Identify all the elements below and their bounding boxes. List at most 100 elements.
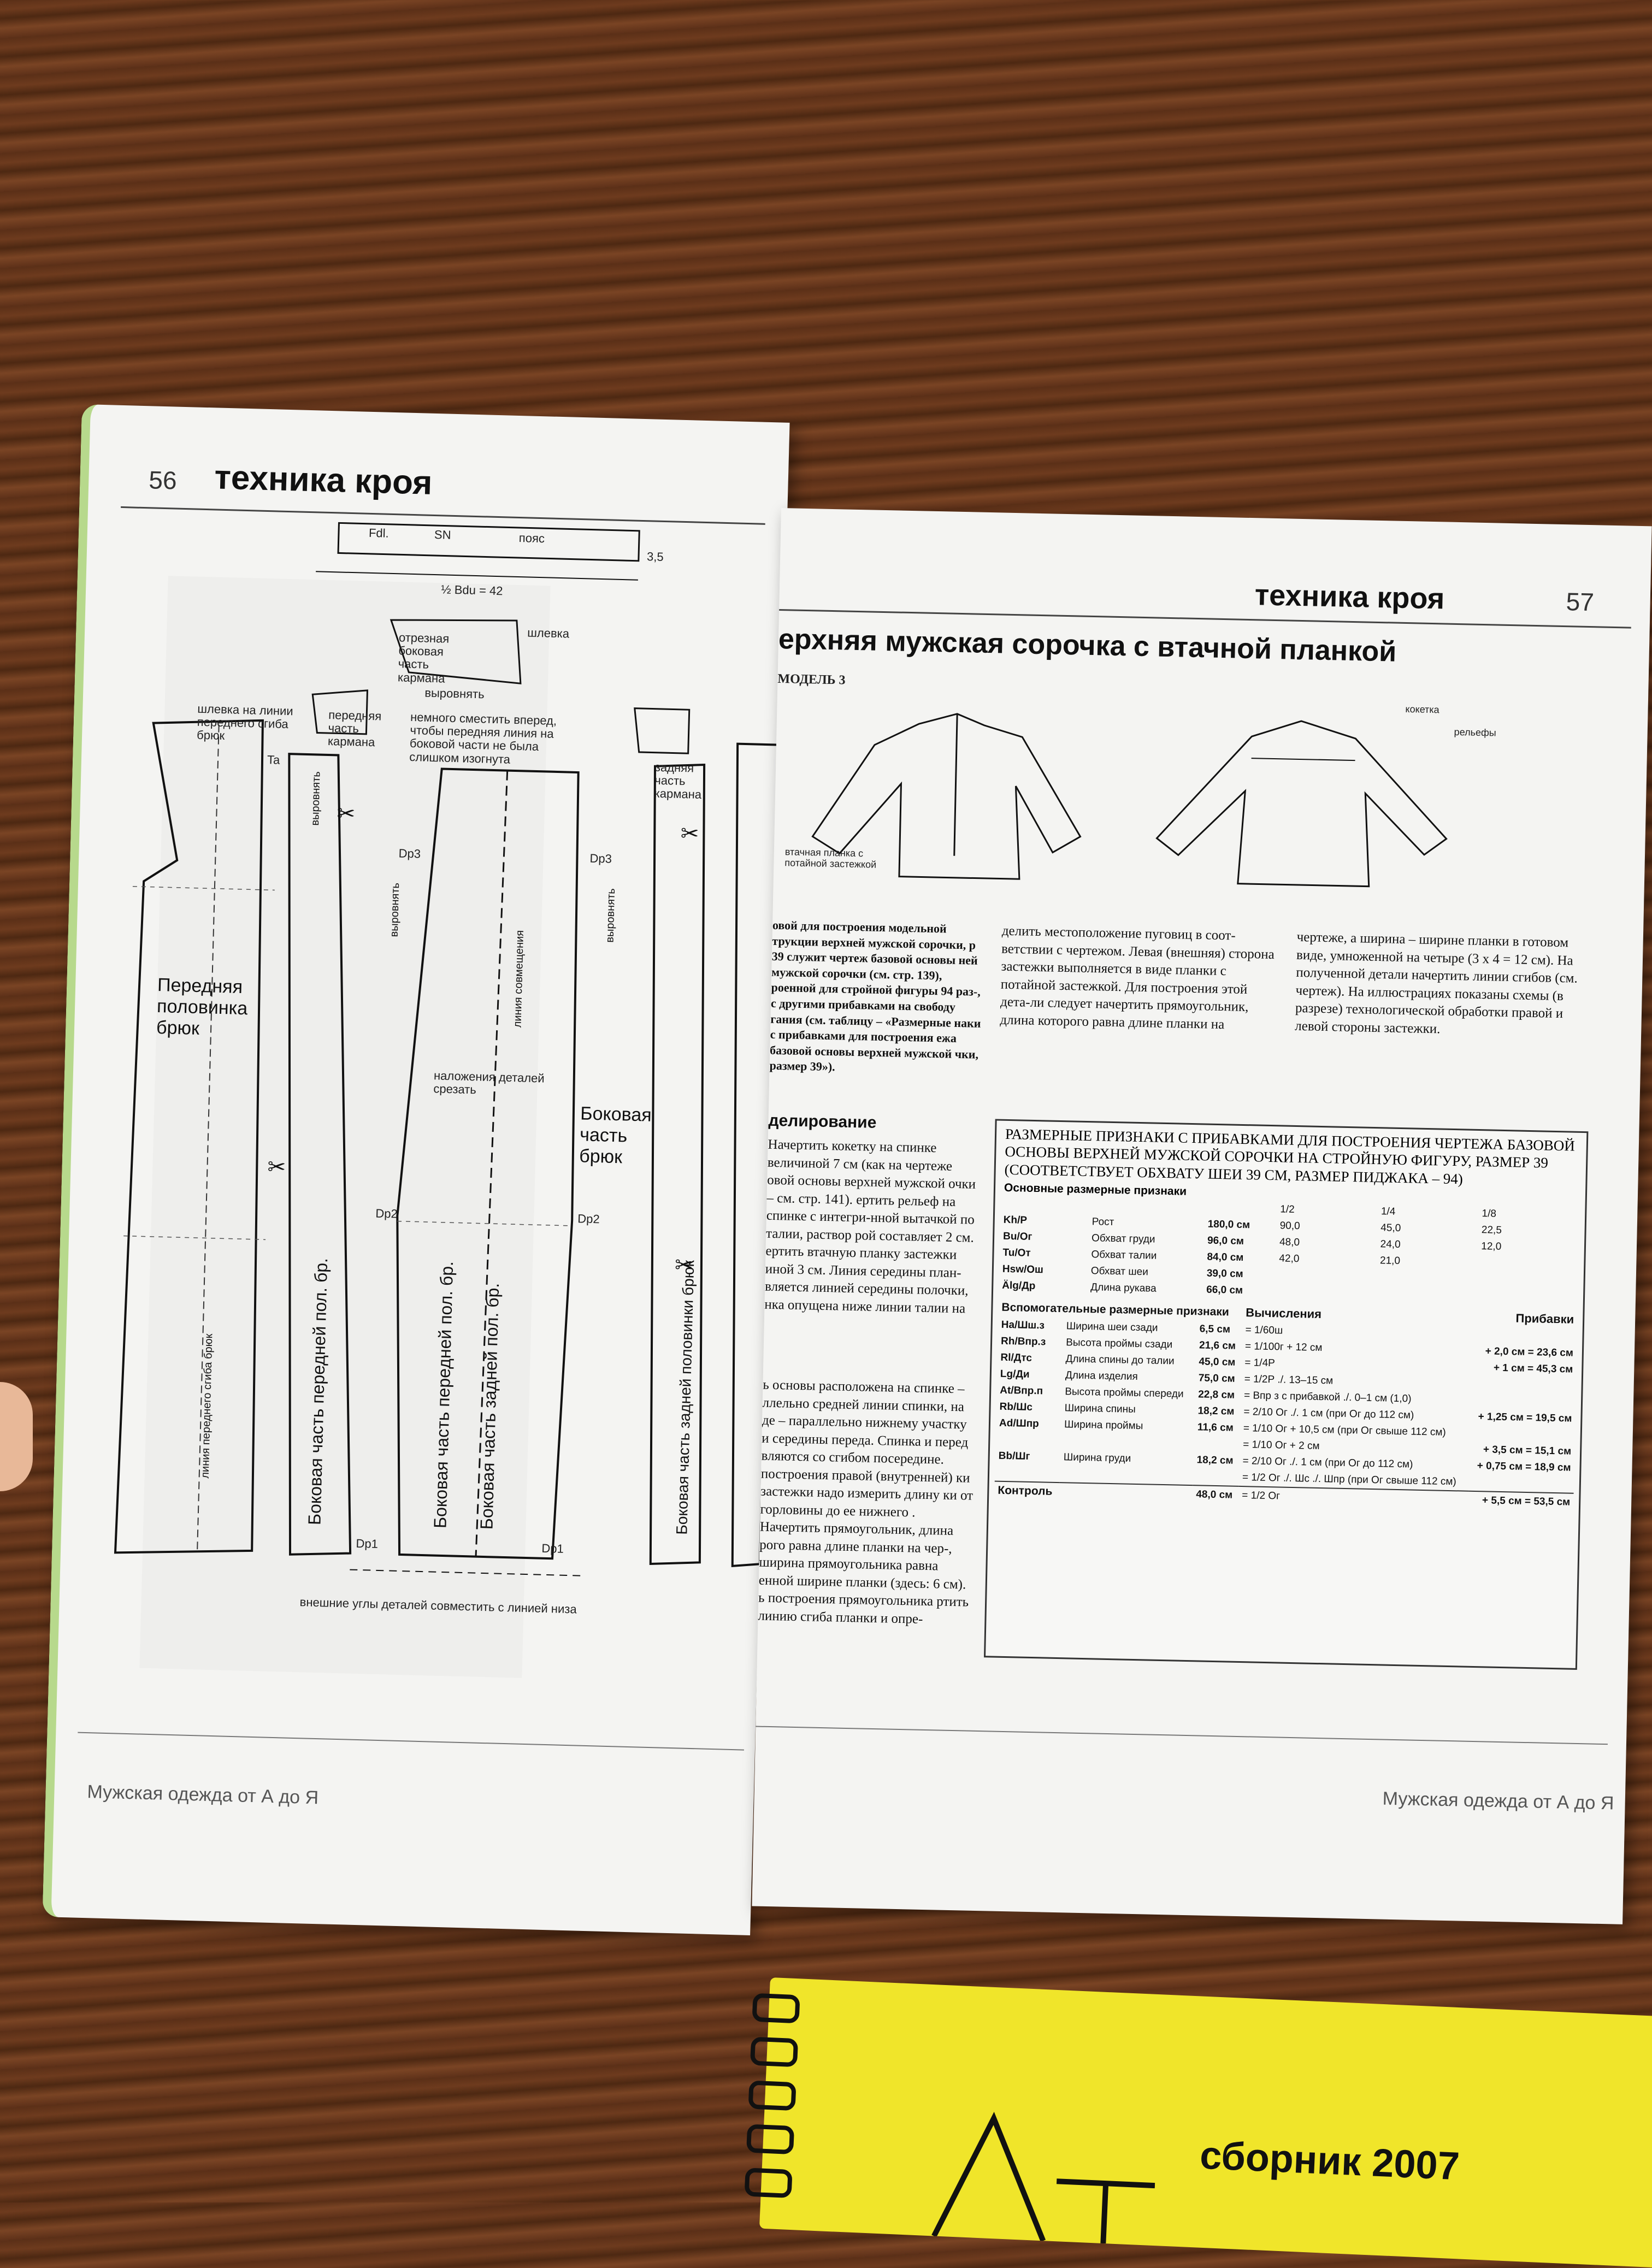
- waistband-label: пояс: [518, 531, 545, 546]
- belt-loop-front-crease-label: шлевка на линии переднего сгиба брюк: [196, 701, 293, 743]
- allow-header: Прибавки: [1515, 1311, 1574, 1326]
- right-footer: Мужская одежда от А до Я: [1382, 1788, 1614, 1814]
- align-left-label: выровнять: [309, 771, 323, 826]
- dim-35-label: 3,5: [646, 550, 664, 564]
- binder-cover-text: сборник 2007: [1199, 2133, 1461, 2189]
- row-value: 84,0 см: [1207, 1251, 1244, 1264]
- row-code: Ad/Шпр: [999, 1417, 1039, 1430]
- right-section-title: техника кроя: [1254, 578, 1445, 616]
- right-page-number: 57: [1566, 587, 1595, 617]
- dp2-right-label: Dp2: [577, 1212, 600, 1226]
- fdl-label: Fdl.: [368, 525, 390, 540]
- ta-label: Ta: [267, 753, 280, 767]
- row-name: Обхват груди: [1091, 1232, 1155, 1245]
- row-allow: [1471, 1376, 1576, 1395]
- svg-text:✂: ✂: [267, 1155, 286, 1179]
- row-f4: 24,0: [1380, 1238, 1401, 1251]
- size-table: РАЗМЕРНЫЕ ПРИЗНАКИ С ПРИБАВКАМИ ДЛЯ ПОСТ…: [984, 1119, 1589, 1670]
- row-f4: 21,0: [1379, 1255, 1401, 1267]
- left-footer: Мужская одежда от А до Я: [87, 1781, 319, 1809]
- row-f2: 90,0: [1279, 1220, 1300, 1232]
- fraction-1-2: 1/2: [1280, 1203, 1295, 1216]
- row-code: Kh/P: [1003, 1214, 1028, 1226]
- row-allow: [1472, 1327, 1577, 1345]
- align-mid-label: выровнять: [388, 882, 402, 937]
- row-code: Bu/Ог: [1002, 1230, 1032, 1243]
- row-code: Ha/Шш.з: [1001, 1319, 1045, 1332]
- row-name: Длина рукава: [1090, 1281, 1157, 1295]
- row-name: Обхват талии: [1091, 1249, 1157, 1262]
- row-value: 66,0 см: [1206, 1284, 1243, 1297]
- row-value: 18,2 см: [1196, 1454, 1234, 1467]
- row-f8: 22,5: [1481, 1224, 1502, 1237]
- binder-ring-icon: [750, 2036, 799, 2068]
- back-pocket-label: задняя часть кармана: [654, 760, 702, 802]
- dp3-left-label: Dp3: [398, 846, 421, 861]
- front-half-label: Передняя половинка брюк: [156, 974, 248, 1040]
- modeling-text-2: ь основы расположена на спинке – ллельно…: [758, 1377, 974, 1627]
- row-value: 48,0 см: [1196, 1489, 1233, 1501]
- modeling-text-1: Начертить кокетку на спинке величиной 7 …: [764, 1137, 976, 1316]
- row-code: Bb/Шг: [998, 1450, 1030, 1463]
- row-value: 21,6 см: [1199, 1339, 1236, 1352]
- row-code: Контроль: [998, 1484, 1053, 1498]
- reliefs-label: рельефы: [1454, 726, 1496, 739]
- row-value: 75,0 см: [1198, 1372, 1235, 1385]
- modeling-subheading: делирование: [768, 1111, 877, 1132]
- row-name: Рост: [1092, 1216, 1114, 1228]
- svg-text:✂: ✂: [680, 822, 699, 846]
- row-allow: + 0,75 см = 18,9 см: [1477, 1460, 1571, 1474]
- left-section-title: техника кроя: [214, 458, 433, 502]
- left-page: 56 техника кроя ✂ ✂ ✂ ✂ Fdl. SN: [42, 404, 790, 1935]
- intro-text: овой для построения модельной трукции ве…: [769, 918, 981, 1074]
- sn-label: SN: [434, 527, 451, 542]
- basic-rows-table: 1/2 1/4 1/8 Kh/P Рост 180,0 см 90,0 45,0…: [999, 1196, 1580, 1306]
- row-code: Lg/Ди: [1000, 1368, 1030, 1381]
- row-allow: + 1 см = 45,3 см: [1493, 1362, 1573, 1375]
- row-allow: + 3,5 см = 15,1 см: [1483, 1444, 1572, 1457]
- dp3-right-label: Dp3: [589, 851, 612, 866]
- row-value: 96,0 см: [1207, 1235, 1244, 1248]
- dp1-left-label: Dp1: [356, 1536, 379, 1551]
- row-code: Rh/Впр.з: [1000, 1335, 1046, 1348]
- right-page: техника кроя 57 ерхняя мужская сорочка с…: [752, 508, 1652, 1924]
- aux-rows-table: Вспомогательные размерные признаки Вычис…: [994, 1298, 1577, 1511]
- dp2-left-label: Dp2: [375, 1206, 398, 1221]
- side-part-label: Боковая часть брюк: [579, 1103, 652, 1168]
- binder-logo-mark: [931, 2112, 1155, 2244]
- row-code: Hsw/Ош: [1002, 1263, 1044, 1276]
- left-page-number: 56: [148, 465, 178, 495]
- article-title: ерхняя мужская сорочка с втачной планкой: [778, 623, 1397, 668]
- align-top-label: выровнять: [424, 686, 485, 701]
- model-label: МОДЕЛЬ 3: [777, 671, 846, 688]
- column-2-text: делить местоположение пуговиц в соот-вет…: [1000, 923, 1275, 1032]
- row-f8: [1477, 1255, 1578, 1273]
- row-code: Tu/От: [1002, 1247, 1031, 1260]
- overlap-cut-label: наложения деталей срезать: [433, 1068, 545, 1097]
- row-allow: [1471, 1392, 1576, 1411]
- row-code: Rb/Шс: [999, 1401, 1033, 1414]
- row-code: At/Впр.п: [1000, 1384, 1043, 1397]
- row-value: 18,2 см: [1197, 1405, 1235, 1418]
- row-value: 45,0 см: [1199, 1356, 1236, 1368]
- row-f8: 12,0: [1481, 1241, 1502, 1253]
- right-footer-rule: [756, 1726, 1608, 1745]
- cut-side-pocket-label: отрезная боковая часть кармана: [397, 630, 450, 686]
- row-code: Älg/Др: [1002, 1279, 1036, 1292]
- placket-label: втачная планка с потайной застежкой: [784, 846, 877, 870]
- trouser-pattern-diagram: ✂ ✂ ✂ ✂: [114, 522, 783, 1678]
- row-value: 180,0 см: [1207, 1218, 1250, 1231]
- row-allow: + 1,25 см = 19,5 см: [1478, 1411, 1572, 1425]
- fraction-1-4: 1/4: [1380, 1206, 1396, 1218]
- row-value: 22,8 см: [1197, 1389, 1235, 1401]
- svg-text:✂: ✂: [337, 801, 356, 826]
- yoke-label: кокетка: [1405, 704, 1439, 716]
- row-code: Rl/Дтс: [1000, 1351, 1032, 1365]
- dp1-right-label: Dp1: [541, 1541, 564, 1556]
- align-right-label: выровнять: [604, 888, 618, 943]
- combine-line-label: линия совмещения: [511, 930, 527, 1028]
- shirt-illustrations: [811, 713, 1448, 888]
- row-f4: 45,0: [1380, 1222, 1401, 1235]
- thumb: [0, 1382, 33, 1491]
- svg-text:✂: ✂: [675, 1253, 694, 1278]
